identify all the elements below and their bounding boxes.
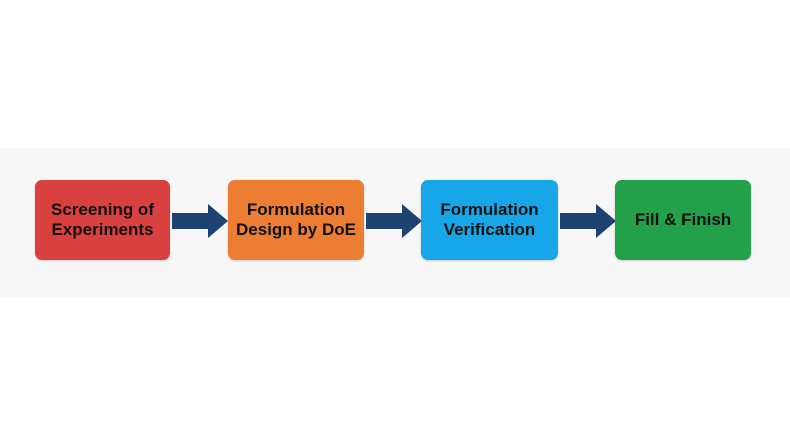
- step-label: Formulation Design by DoE: [236, 200, 356, 239]
- step-label: Fill & Finish: [634, 210, 732, 229]
- arrow-shape: [560, 204, 616, 238]
- right-arrow-icon: [172, 204, 228, 238]
- step-formulation-design-by-doe: Formulation Design by DoE: [228, 180, 364, 260]
- right-arrow-icon: [366, 204, 422, 238]
- step-fill-and-finish: Fill & Finish: [615, 180, 751, 260]
- arrow-shape: [366, 204, 422, 238]
- step-screening-of-experiments: Screening of Experiments: [35, 180, 170, 260]
- step-label: Formulation Verification: [440, 200, 539, 239]
- step-label: Screening of Experiments: [51, 200, 154, 239]
- arrow-shape: [172, 204, 228, 238]
- right-arrow-icon: [560, 204, 616, 238]
- step-formulation-verification: Formulation Verification: [421, 180, 558, 260]
